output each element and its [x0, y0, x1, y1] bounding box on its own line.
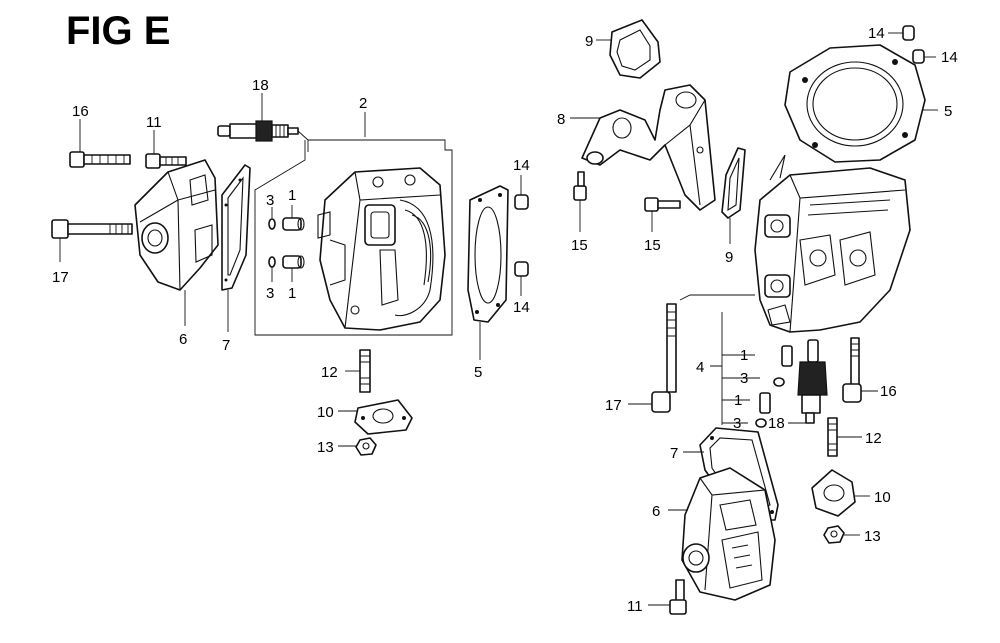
nut-13-right — [823, 525, 845, 544]
cylinder-head-right — [754, 154, 911, 333]
bolt-16-left — [69, 151, 131, 168]
bolt-15-right — [644, 197, 681, 212]
callout-17-left: 17 — [52, 269, 69, 286]
cylinder-head-2-left — [317, 167, 446, 331]
callout-10-right: 10 — [874, 489, 891, 506]
callout-15-right: 15 — [644, 237, 661, 254]
callout-12-right: 12 — [865, 430, 882, 447]
leaders-1-3-left — [271, 205, 293, 282]
callout-3-lower-left: 3 — [266, 285, 274, 302]
exhaust-manifold-8 — [581, 84, 716, 211]
stud-12-left — [359, 349, 371, 393]
valve-guide-1-upper — [282, 217, 305, 231]
bolt-11-right — [669, 579, 687, 615]
bolt-11-left — [145, 153, 187, 169]
callout-2: 2 — [359, 95, 367, 112]
insulator-10-right — [811, 469, 856, 517]
gasket-9-upper — [609, 19, 661, 79]
bracket-4-arms — [722, 354, 760, 424]
valve-cotter-3-upper — [268, 218, 276, 230]
dowel-14-upper-right — [902, 25, 915, 41]
dowel-14-lower-right — [912, 49, 925, 64]
bolt-15-left — [573, 171, 587, 201]
insulator-10-left — [354, 399, 413, 435]
valve-guide-1-upper-right — [781, 345, 793, 367]
callout-9-lower: 9 — [725, 249, 733, 266]
callout-7-left: 7 — [222, 337, 230, 354]
valve-cotter-3-upper-right — [773, 377, 785, 387]
callout-15-left: 15 — [571, 237, 588, 254]
callout-1-upper-left: 1 — [288, 187, 296, 204]
callout-17-right: 17 — [605, 397, 622, 414]
callout-10-left: 10 — [317, 404, 334, 421]
callout-14-lower-right: 14 — [941, 49, 958, 66]
callout-5-left: 5 — [474, 364, 482, 381]
valve-guide-1-lower-right — [759, 392, 771, 414]
gasket-9-lower — [721, 147, 746, 219]
valve-cotter-3-lower-right — [755, 418, 767, 428]
callout-13-left: 13 — [317, 439, 334, 456]
callout-1-lower-right: 1 — [734, 392, 742, 409]
bracket-2-box — [254, 112, 453, 336]
spark-plug-18-left — [217, 120, 299, 142]
stud-12-right — [827, 417, 838, 457]
valve-cotter-3-lower — [268, 256, 276, 268]
spark-plug-18-right — [797, 339, 828, 424]
callout-5-right: 5 — [944, 103, 952, 120]
callout-6-left: 6 — [179, 331, 187, 348]
callout-3-upper-right: 3 — [740, 370, 748, 387]
callout-9-upper: 9 — [585, 33, 593, 50]
bolt-17-right — [651, 303, 677, 413]
callout-11-right: 11 — [627, 598, 643, 615]
nut-13-left — [355, 437, 377, 456]
callout-8: 8 — [557, 111, 565, 128]
callout-14-lower-left: 14 — [513, 299, 530, 316]
callout-14-upper-left: 14 — [513, 157, 530, 174]
bracket-4 — [710, 312, 723, 425]
callout-14-upper-right: 14 — [868, 25, 885, 42]
callout-11-left: 11 — [146, 114, 162, 131]
callout-18-right: 18 — [768, 415, 785, 432]
head-gasket-5-right — [784, 44, 926, 163]
callout-16-left: 16 — [72, 103, 89, 120]
callout-3-lower-right: 3 — [733, 415, 741, 432]
dowel-14-lower-left — [514, 261, 529, 277]
callout-12-left: 12 — [321, 364, 338, 381]
bolt-16-right — [842, 337, 862, 403]
rocker-cover-6-right — [681, 467, 776, 601]
leader-18-left-b — [297, 130, 309, 152]
callout-4: 4 — [696, 359, 704, 376]
leader-17-right-b — [679, 294, 755, 301]
figure-title: FIG E — [66, 9, 170, 53]
callout-3-upper-left: 3 — [266, 192, 274, 209]
callout-1-upper-right: 1 — [740, 347, 748, 364]
bolt-17-left — [51, 219, 133, 239]
callout-13-right: 13 — [864, 528, 881, 545]
gasket-7-left — [221, 164, 251, 291]
head-gasket-5-left — [467, 185, 509, 323]
callout-18-left: 18 — [252, 77, 269, 94]
dowel-14-upper-left — [514, 194, 529, 210]
callout-16-right: 16 — [880, 383, 897, 400]
callout-7-right: 7 — [670, 445, 678, 462]
valve-guide-1-lower — [282, 255, 305, 269]
rocker-cover-6-left — [134, 159, 219, 291]
callout-1-lower-left: 1 — [288, 285, 296, 302]
callout-6-right: 6 — [652, 503, 660, 520]
